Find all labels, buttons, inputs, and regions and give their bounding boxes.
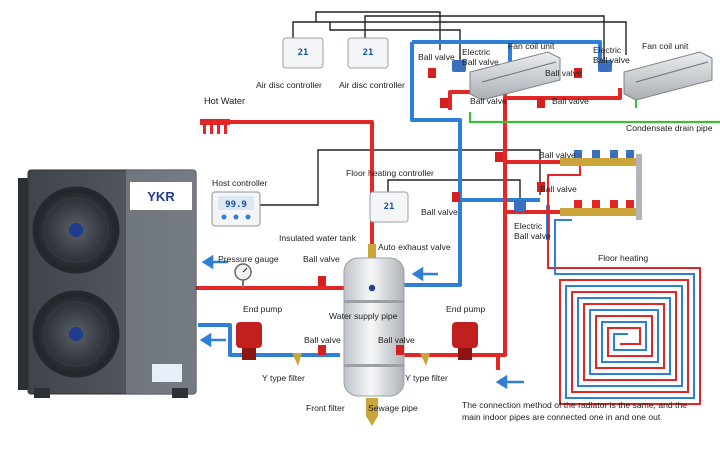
ball-valves xyxy=(318,68,582,355)
label-air-disc-controller-2: Air disc controller xyxy=(339,80,405,90)
label-ball-valve-top-1: Ball valve xyxy=(418,52,455,62)
ball-valve-fcu-2 xyxy=(537,98,545,108)
watermark-text: Avito xyxy=(670,416,712,435)
label-floor-heating-controller: Floor heating controller xyxy=(346,168,434,178)
air-disc-controller-2-display: 21 xyxy=(363,48,374,58)
label-electric-manifold-a: Electric xyxy=(514,221,543,231)
label-front-filter: Front filter xyxy=(306,403,345,413)
label-condensate-drain-pipe: Condensate drain pipe xyxy=(626,123,713,133)
label-fan-coil-unit-2: Fan coil unit xyxy=(642,41,689,51)
label-ball-valve-manifold-2: Ball valve xyxy=(540,184,577,194)
label-ball-valve-pump-right: Ball valve xyxy=(378,335,415,345)
label-electric-manifold-b: Ball valve xyxy=(514,231,551,241)
label-end-pump-left: End pump xyxy=(243,304,282,314)
label-floor-heating: Floor heating xyxy=(598,253,648,263)
y-filter-left xyxy=(292,353,302,366)
label-sewage-pipe: Sewage pipe xyxy=(368,403,418,413)
ball-valve-pump-left xyxy=(318,345,326,355)
label-y-filter-right: Y type filter xyxy=(405,373,448,383)
air-disc-controller-1-display: 21 xyxy=(298,48,309,58)
ball-valve-left xyxy=(452,192,460,202)
brand-logo: YKR xyxy=(147,189,175,204)
air-disc-controller-2: 21 xyxy=(347,37,389,69)
label-auto-exhaust-valve: Auto exhaust valve xyxy=(378,242,451,252)
label-ball-valve-fcu-2: Ball valve xyxy=(552,96,589,106)
ball-valve-manifold-1 xyxy=(495,152,503,162)
pressure-gauge-icon xyxy=(234,263,252,288)
floor-heating-coil xyxy=(547,161,701,405)
electric-ball-valve-manifold xyxy=(514,200,526,212)
end-pump-left xyxy=(236,322,262,360)
ball-valve-manifold-2 xyxy=(537,182,545,192)
ball-valve-top-2 xyxy=(574,68,582,78)
y-filters xyxy=(292,353,430,366)
host-controller: 99.9 xyxy=(211,191,261,227)
label-y-filter-left: Y type filter xyxy=(262,373,305,383)
electric-ball-valve-fcu-2 xyxy=(598,60,612,72)
label-ball-valve-pump-left: Ball valve xyxy=(304,335,341,345)
ball-valve-pressure xyxy=(318,276,326,286)
ball-valve-fcu-1 xyxy=(440,98,448,108)
note-line-1: The connection method of the radiator is… xyxy=(462,400,687,410)
flow-arrows xyxy=(199,254,524,390)
label-electric-1a: Electric xyxy=(462,47,491,57)
label-air-disc-controller-1: Air disc controller xyxy=(256,80,322,90)
label-fan-coil-unit-1: Fan coil unit xyxy=(508,41,555,51)
label-insulated-water-tank: Insulated water tank xyxy=(279,233,357,243)
auto-exhaust-valve-icon xyxy=(368,244,376,258)
label-pressure-gauge: Pressure gauge xyxy=(218,254,279,264)
label-water-supply-pipe: Water supply pipe xyxy=(329,311,398,321)
end-pump-right xyxy=(452,322,478,360)
label-ball-valve-pressure: Ball valve xyxy=(303,254,340,264)
ball-valve-top-1 xyxy=(428,68,436,78)
avito-watermark: Avito xyxy=(651,415,712,435)
label-electric-2a: Electric xyxy=(593,45,622,55)
label-electric-2b: Ball valve xyxy=(593,55,630,65)
fan-coil-unit-2 xyxy=(623,51,713,101)
insulated-water-tank xyxy=(343,257,405,397)
label-hot-water: Hot Water xyxy=(204,96,245,106)
label-electric-1b: Ball valve xyxy=(462,57,499,67)
label-ball-valve-top-2: Ball valve xyxy=(545,68,582,78)
front-filter-icon xyxy=(366,398,378,426)
label-host-controller: Host controller xyxy=(212,178,268,188)
label-ball-valve-fcu-1: Ball valve xyxy=(470,96,507,106)
outdoor-heat-pump-unit: YKR xyxy=(18,169,197,398)
y-filter-right xyxy=(420,353,430,366)
label-ball-valve-left: Ball valve xyxy=(421,207,458,217)
hot-water-outlet-icon xyxy=(200,119,230,134)
fan-coil-unit-1 xyxy=(469,51,561,101)
labels: Air disc controller Air disc controller … xyxy=(204,41,713,422)
floor-heating-controller-display: 21 xyxy=(384,202,395,212)
floor-heating-controller: 21 xyxy=(369,191,409,223)
ball-valve-pump-right xyxy=(396,345,404,355)
floor-heating-manifold xyxy=(560,150,642,220)
host-controller-display: 99.9 xyxy=(225,200,247,210)
label-ball-valve-manifold-1: Ball valve xyxy=(539,150,576,160)
air-disc-controller-1: 21 xyxy=(282,37,324,69)
note-line-2: main indoor pipes are connected one in a… xyxy=(462,412,663,422)
electric-ball-valve-fcu-1 xyxy=(452,60,466,72)
energy-label xyxy=(152,364,182,382)
label-end-pump-right: End pump xyxy=(446,304,485,314)
